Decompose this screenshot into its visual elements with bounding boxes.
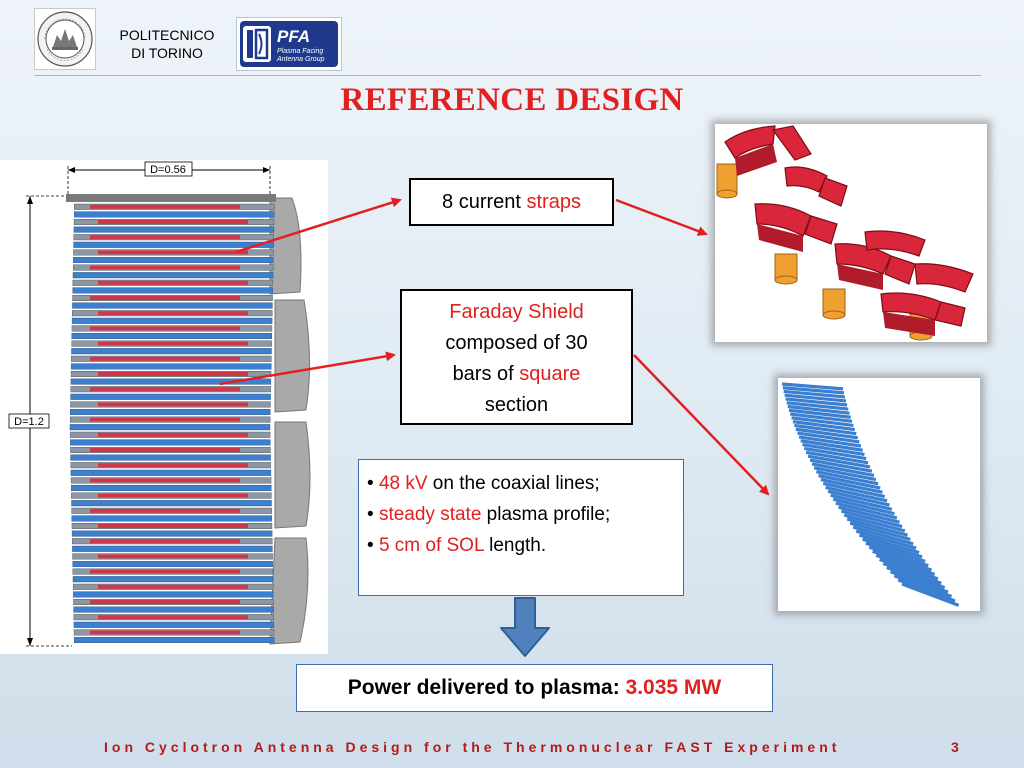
faraday-line3-text: bars of bbox=[452, 363, 520, 385]
power-result-box: Power delivered to plasma: 3.035 MW bbox=[296, 664, 773, 712]
straps-callout-highlight: straps bbox=[526, 191, 581, 213]
faraday-shield-callout: Faraday Shield composed of 30 bars of sq… bbox=[400, 289, 633, 425]
param-item: • 48 kV on the coaxial lines; bbox=[367, 468, 683, 499]
pfa-logo-line1: Plasma Facing bbox=[277, 48, 323, 55]
param-highlight: steady state bbox=[378, 504, 482, 525]
faraday-line2: composed of 30 bbox=[445, 332, 588, 354]
page-number: 3 bbox=[951, 739, 959, 755]
university-name-line2: DI TORINO bbox=[131, 45, 203, 61]
bullet: • bbox=[367, 535, 374, 556]
university-name: POLITECNICO DI TORINO bbox=[106, 26, 228, 62]
width-dimension-label: D=0.56 bbox=[150, 164, 186, 176]
faraday-line3-highlight: square bbox=[519, 363, 581, 385]
param-text: on the coaxial lines; bbox=[427, 473, 600, 494]
header-divider bbox=[34, 75, 981, 76]
pfa-logo-line2: Antenna Group bbox=[276, 56, 325, 63]
red-arrow-icon bbox=[615, 198, 708, 236]
param-text: plasma profile; bbox=[481, 504, 611, 525]
faraday-line4: section bbox=[484, 394, 549, 416]
politecnico-seal-logo bbox=[34, 8, 96, 70]
blue-down-arrow-icon bbox=[500, 597, 550, 657]
param-text: length. bbox=[483, 535, 547, 556]
param-item: • steady state plasma profile; bbox=[367, 499, 683, 530]
straps-callout-text: 8 current bbox=[442, 191, 527, 213]
university-name-line1: POLITECNICO bbox=[119, 27, 215, 43]
operating-parameters-box: • 48 kV on the coaxial lines; • steady s… bbox=[358, 459, 684, 596]
height-dimension-label: D=1.2 bbox=[14, 416, 44, 428]
straps-3d-view bbox=[715, 124, 987, 342]
bullet: • bbox=[367, 473, 374, 494]
faraday-shield-3d-view bbox=[778, 378, 980, 611]
footer-title: Ion Cyclotron Antenna Design for the The… bbox=[104, 739, 841, 755]
power-value: 3.035 MW bbox=[625, 676, 722, 699]
param-highlight: 5 cm of SOL bbox=[378, 535, 484, 556]
faraday-line1: Faraday Shield bbox=[449, 301, 584, 323]
pfa-group-logo: PFA Plasma Facing Antenna Group bbox=[236, 17, 342, 71]
slide-title: REFERENCE DESIGN bbox=[340, 82, 684, 118]
pfa-logo-title: PFA bbox=[277, 27, 310, 46]
power-label: Power delivered to plasma: bbox=[347, 676, 626, 699]
straps-callout: 8 current straps bbox=[409, 178, 614, 226]
antenna-cad-drawing: D=0.56 D=1.2 bbox=[0, 160, 328, 654]
param-highlight: 48 kV bbox=[378, 473, 428, 494]
param-item: • 5 cm of SOL length. bbox=[367, 530, 683, 561]
bullet: • bbox=[367, 504, 374, 525]
